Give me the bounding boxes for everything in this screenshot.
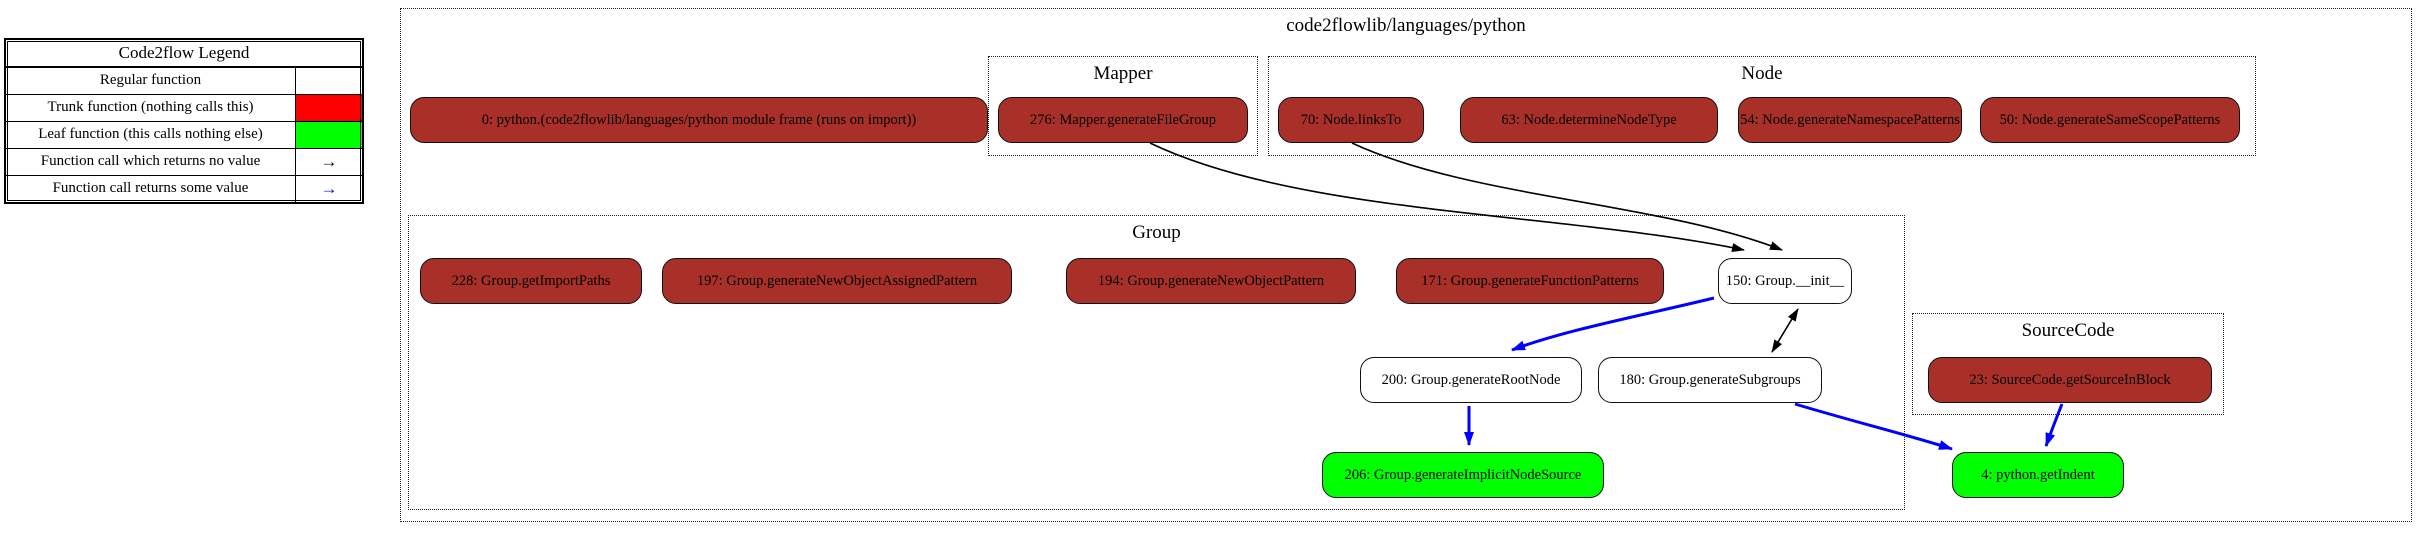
leaf-function-swatch	[296, 122, 362, 148]
node-23-sourcecode-getsourceinblock: 23: SourceCode.getSourceInBlock	[1928, 357, 2212, 403]
legend-row-trunk: Trunk function (nothing calls this)	[6, 95, 362, 122]
cluster-sourcecode-label: SourceCode	[2021, 320, 2115, 341]
cluster-mapper: Mapper	[988, 56, 1258, 156]
cluster-sourcecode: SourceCode	[1912, 313, 2224, 415]
legend-table: Code2flow Legend Regular function Trunk …	[4, 38, 364, 204]
legend-row-call-returns-value: Function call returns some value →	[6, 176, 362, 202]
legend-label: Regular function	[6, 68, 296, 94]
node-206-group-generateimplicitnodesource: 206: Group.generateImplicitNodeSource	[1322, 452, 1604, 498]
legend-label: Function call returns some value	[6, 176, 296, 202]
blue-arrow-glyph: →	[320, 179, 338, 198]
legend-row-call-no-value: Function call which returns no value →	[6, 149, 362, 176]
regular-function-swatch	[296, 68, 362, 94]
black-arrow-glyph: →	[320, 152, 338, 171]
node-0-python-module-frame: 0: python.(code2flowlib/languages/python…	[410, 97, 988, 143]
legend-label: Trunk function (nothing calls this)	[6, 95, 296, 121]
trunk-function-swatch	[296, 95, 362, 121]
cluster-python-module: code2flowlib/languages/python	[400, 8, 2412, 522]
cluster-group-label: Group	[1132, 222, 1181, 243]
node-70-node-linksto: 70: Node.linksTo	[1278, 97, 1424, 143]
blue-arrow-icon: →	[296, 176, 362, 202]
node-4-python-getindent: 4: python.getIndent	[1952, 452, 2124, 498]
legend-row-regular: Regular function	[6, 68, 362, 95]
cluster-mapper-label: Mapper	[1093, 63, 1153, 84]
node-228-group-getimportpaths: 228: Group.getImportPaths	[420, 258, 642, 304]
cluster-node-label: Node	[1741, 63, 1783, 84]
node-180-group-generatesubgroups: 180: Group.generateSubgroups	[1598, 357, 1822, 403]
node-194-group-generatenewobjectpattern: 194: Group.generateNewObjectPattern	[1066, 258, 1356, 304]
node-150-group-init: 150: Group.__init__	[1718, 258, 1852, 304]
node-171-group-generatefunctionpatterns: 171: Group.generateFunctionPatterns	[1396, 258, 1664, 304]
node-197-group-generatenewobjectassignedpattern: 197: Group.generateNewObjectAssignedPatt…	[662, 258, 1012, 304]
legend-label: Function call which returns no value	[6, 149, 296, 175]
node-276-mapper-generatefilegroup: 276: Mapper.generateFileGroup	[998, 97, 1248, 143]
node-54-node-generatenamespacepatterns: 54: Node.generateNamespacePatterns	[1738, 97, 1962, 143]
legend-label: Leaf function (this calls nothing else)	[6, 122, 296, 148]
legend-title: Code2flow Legend	[6, 40, 362, 68]
black-arrow-icon: →	[296, 149, 362, 175]
node-63-node-determinenodetype: 63: Node.determineNodeType	[1460, 97, 1718, 143]
node-50-node-generatesamescopepatterns: 50: Node.generateSameScopePatterns	[1980, 97, 2240, 143]
legend-row-leaf: Leaf function (this calls nothing else)	[6, 122, 362, 149]
cluster-python-label: code2flowlib/languages/python	[1286, 15, 1526, 36]
node-200-group-generaterootnode: 200: Group.generateRootNode	[1360, 357, 1582, 403]
